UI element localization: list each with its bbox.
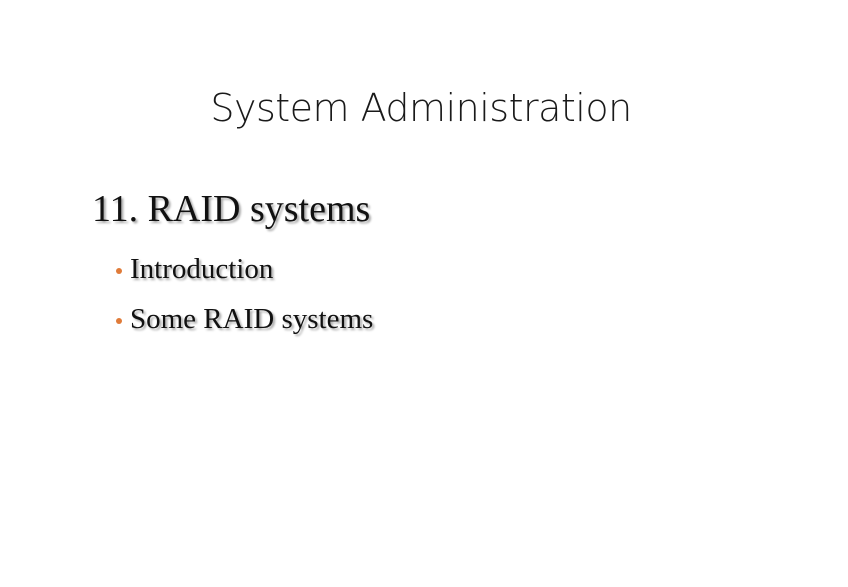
section-heading: 11. RAID systems: [92, 188, 371, 230]
bullet-item-introduction: Introduction: [116, 244, 373, 294]
bullet-dot-icon: [116, 318, 122, 324]
bullet-label: Introduction: [130, 252, 274, 285]
bullet-list: Introduction Some RAID systems: [116, 244, 373, 344]
bullet-item-some-raid-systems: Some RAID systems: [116, 294, 373, 344]
slide-title: System Administration: [210, 86, 632, 130]
bullet-dot-icon: [116, 268, 122, 274]
bullet-label: Some RAID systems: [130, 302, 374, 335]
